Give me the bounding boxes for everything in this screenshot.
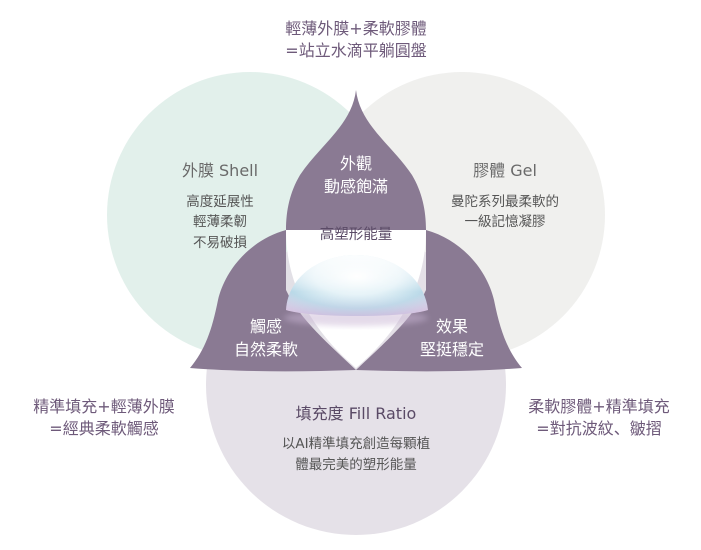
shell-desc-line: 輕薄柔韌 — [193, 214, 247, 231]
gel-desc: 曼陀系列最柔軟的 一級記憶凝膠 — [425, 192, 585, 233]
fill-ratio-desc-line: 以AI精準填充創造每顆植 — [281, 436, 431, 452]
petal-right-line2: 堅挺穩定 — [419, 340, 484, 360]
right-caption: 柔軟膠體+精準填充 =對抗波紋、皺摺 — [509, 396, 689, 439]
fill-ratio-title: 填充度 Fill Ratio — [295, 404, 417, 423]
implant-icon — [284, 255, 428, 326]
fill-ratio-desc-line: 體最完美的塑形能量 — [295, 456, 417, 473]
petal-top-line2: 動感飽滿 — [323, 177, 388, 197]
top-caption-line1: 輕薄外膜+柔軟膠體 — [285, 19, 427, 38]
left-caption-line1: 精準填充+輕薄外膜 — [33, 397, 175, 416]
shell-desc-line: 高度延展性 — [186, 194, 254, 210]
petal-right — [356, 230, 522, 372]
shell-desc: 高度延展性 輕薄柔韌 不易破損 — [150, 192, 290, 253]
fill-ratio-desc: 以AI精準填充創造每顆植 體最完美的塑形能量 — [246, 434, 466, 476]
petal-left — [190, 230, 356, 372]
left-caption: 精準填充+輕薄外膜 =經典柔軟觸感 — [14, 396, 194, 439]
petal-top-line1: 外觀 — [339, 154, 372, 173]
petal-left-text: 觸感 自然柔軟 — [216, 315, 316, 361]
top-caption: 輕薄外膜+柔軟膠體 =站立水滴平躺圓盤 — [251, 18, 461, 61]
shell-title: 外膜 Shell — [181, 161, 259, 180]
gel-desc-line: 一級記憶凝膠 — [464, 214, 546, 231]
petal-top-text: 外觀 動感飽滿 — [306, 152, 406, 198]
right-caption-line2: =對抗波紋、皺摺 — [536, 418, 662, 438]
petal-top — [286, 90, 426, 230]
petal-left-line1: 觸感 — [249, 317, 282, 336]
petal-right-text: 效果 堅挺穩定 — [397, 315, 507, 361]
petal-right-line1: 效果 — [435, 317, 468, 336]
top-caption-line2: =站立水滴平躺圓盤 — [285, 40, 427, 60]
right-caption-line1: 柔軟膠體+精準填充 — [528, 397, 670, 416]
gel-title: 膠體 Gel — [473, 161, 537, 180]
shell-desc-line: 不易破損 — [193, 234, 247, 251]
gel-desc-line: 曼陀系列最柔軟的 — [451, 194, 559, 210]
center-label: 高塑形能量 — [319, 227, 393, 243]
left-caption-line2: =經典柔軟觸感 — [49, 418, 159, 438]
petal-left-line2: 自然柔軟 — [233, 340, 298, 360]
